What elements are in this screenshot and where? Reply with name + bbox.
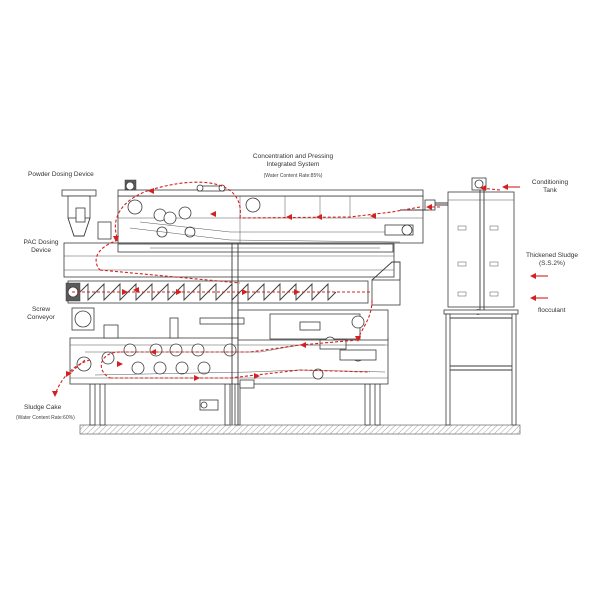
cake-water-content-label: (Water Content Rate:60%) (16, 415, 75, 421)
ground-base (79, 424, 521, 435)
pressing-unit (69, 309, 389, 385)
thickened-sludge-label: Thickened Sludge (S.S.2%) (525, 252, 579, 268)
sludge-cake-label: Sludge Cake (24, 404, 62, 411)
drain-pipes (199, 243, 255, 425)
conditioning-tank-label: Conditioning Tank (531, 179, 569, 195)
flocculant-label: flocculant (538, 307, 566, 314)
middle-frame (63, 242, 395, 278)
screw-conveyor-label: Screw Conveyor (27, 306, 55, 322)
pac-dosing-label: PAC Dosing Device (23, 239, 59, 255)
screw-conveyor-motor (71, 307, 95, 331)
powder-dosing-label: Powder Dosing Device (28, 171, 94, 178)
input-arrows (502, 184, 548, 301)
system-water-content-label: (Water Content Rate:85%) (263, 173, 323, 179)
powder-dosing-device (61, 189, 112, 240)
concentration-unit (117, 179, 424, 244)
flow-arrows (52, 185, 486, 397)
system-title-label: Concentration and Pressing Integrated Sy… (252, 153, 334, 169)
frame-legs (89, 383, 381, 426)
conditioning-tank (400, 177, 519, 426)
